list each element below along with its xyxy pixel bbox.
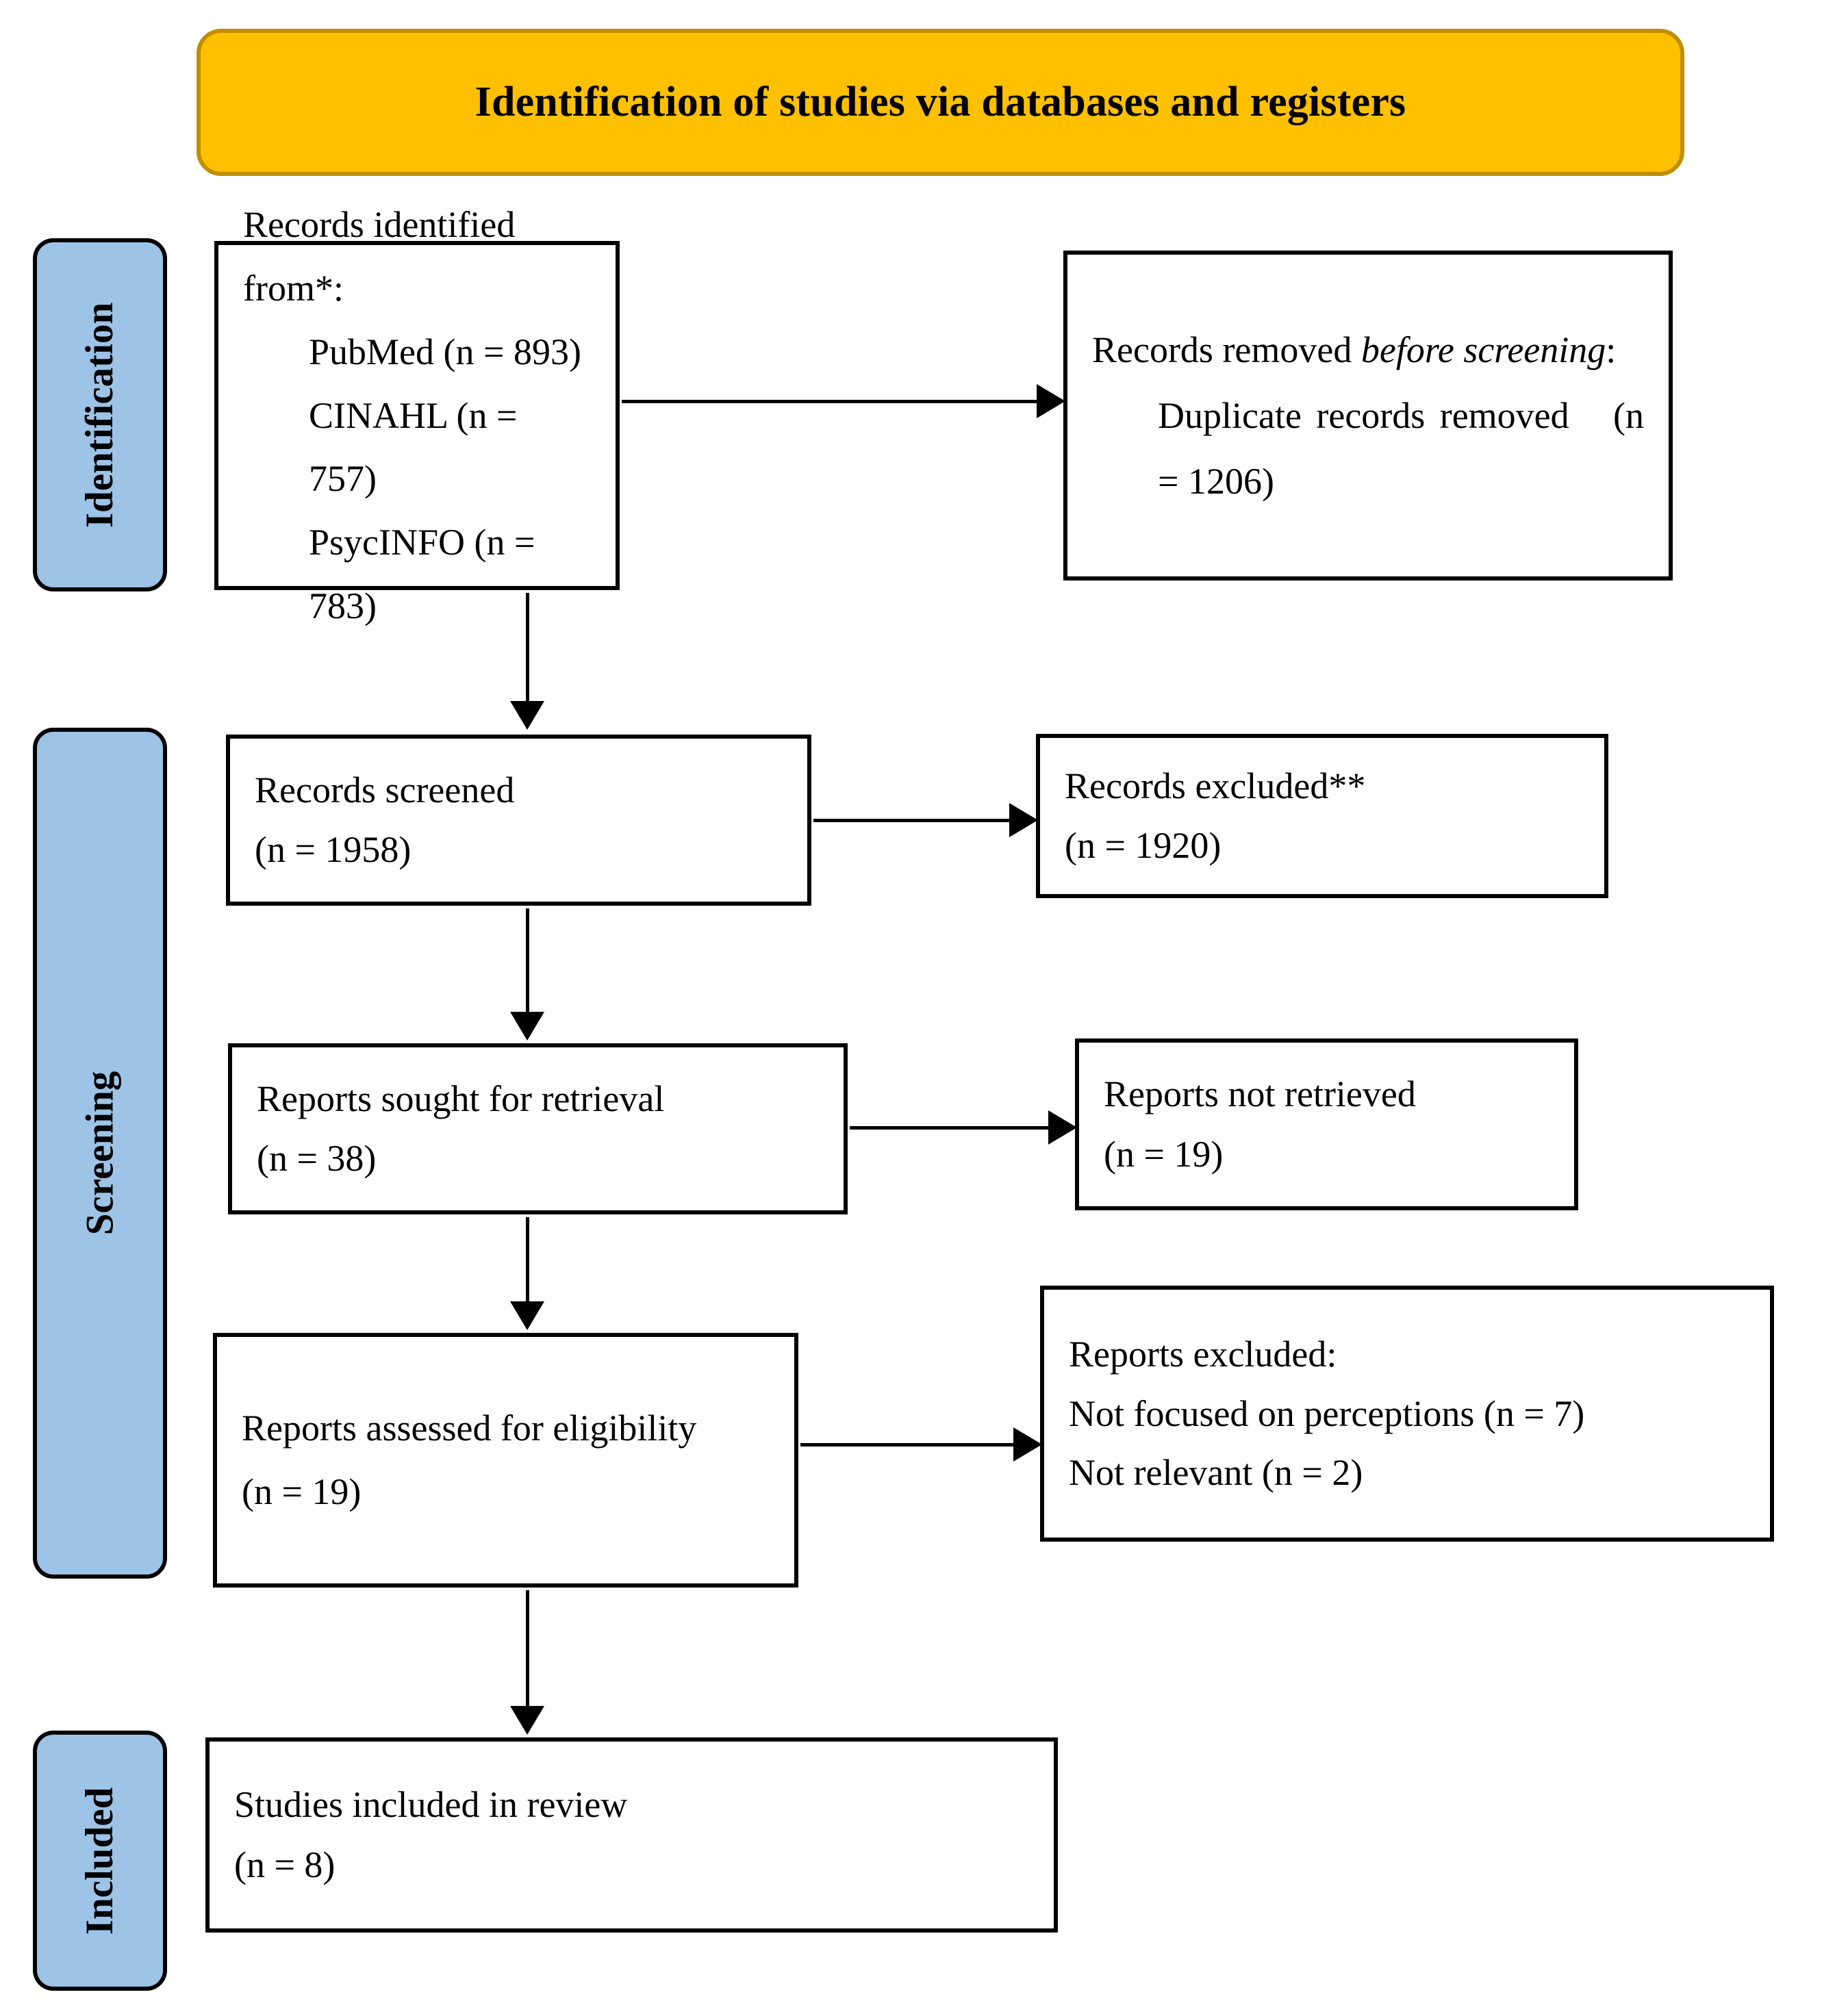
box-reports-assessed: Reports assessed for eligibility (n = 19… xyxy=(213,1333,798,1588)
arrow-screened-to-excluded-icon xyxy=(813,800,1038,841)
arrow-identified-to-screened-icon xyxy=(507,593,548,730)
diagram-title-banner: Identification of studies via databases … xyxy=(197,29,1684,176)
arrow-shaft xyxy=(850,1125,1050,1130)
reports-not-retrieved-count: (n = 19) xyxy=(1104,1133,1224,1175)
arrow-assessed-to-included-icon xyxy=(507,1590,548,1735)
reports-sought-label: Reports sought for retrieval xyxy=(257,1078,665,1119)
arrow-sought-to-assessed-icon xyxy=(507,1217,548,1330)
diagram-title-text: Identification of studies via databases … xyxy=(474,79,1406,126)
arrow-head xyxy=(1013,1427,1042,1462)
reports-not-retrieved-label: Reports not retrieved xyxy=(1104,1073,1416,1115)
records-excluded-label: Records excluded** xyxy=(1065,765,1366,806)
box-reports-excluded: Reports excluded: Not focused on percept… xyxy=(1040,1286,1774,1542)
arrow-shaft xyxy=(525,1217,529,1301)
records-removed-heading-italic: before screening xyxy=(1360,329,1606,370)
box-reports-sought: Reports sought for retrieval (n = 38) xyxy=(228,1043,848,1214)
reports-assessed-label: Reports assessed for eligibility xyxy=(242,1407,697,1449)
arrow-shaft xyxy=(622,399,1038,403)
records-identified-source-psycinfo: PsycINFO (n = 783) xyxy=(309,522,544,627)
stage-bar-screening: Screening xyxy=(33,728,167,1579)
arrow-head xyxy=(1048,1110,1077,1145)
arrow-head xyxy=(510,1706,544,1735)
records-identified-heading: Records identified from*: xyxy=(243,203,524,309)
box-studies-included: Studies included in review (n = 8) xyxy=(205,1737,1058,1933)
stage-label-included: Included xyxy=(78,1787,122,1935)
records-identified-source-pubmed: PubMed (n = 893) xyxy=(309,331,581,372)
studies-included-label: Studies included in review xyxy=(234,1784,628,1826)
box-records-excluded: Records excluded** (n = 1920) xyxy=(1036,734,1608,898)
arrow-shaft xyxy=(800,1442,1015,1446)
box-records-identified: Records identified from*: PubMed (n = 89… xyxy=(214,204,620,626)
arrow-shaft xyxy=(525,1590,529,1706)
stage-label-screening: Screening xyxy=(78,1071,122,1236)
arrow-head xyxy=(1037,384,1065,418)
reports-excluded-reason-perceptions: Not focused on perceptions (n = 7) xyxy=(1069,1392,1585,1434)
arrow-head xyxy=(510,701,544,730)
studies-included-count: (n = 8) xyxy=(234,1844,336,1885)
records-removed-duplicates: Duplicate records removed (n = 1206) xyxy=(1158,394,1654,502)
reports-excluded-reason-not-relevant: Not relevant (n = 2) xyxy=(1069,1452,1363,1494)
records-identified-source-cinahl: CINAHL (n = 757) xyxy=(309,394,527,500)
arrow-assessed-to-reports-excluded-icon xyxy=(800,1424,1042,1465)
reports-assessed-count: (n = 19) xyxy=(242,1471,362,1512)
arrow-head xyxy=(1009,803,1038,837)
box-reports-not-retrieved: Reports not retrieved (n = 19) xyxy=(1075,1038,1578,1210)
arrow-shaft xyxy=(525,908,529,1012)
arrow-sought-to-not-retrieved-icon xyxy=(850,1107,1077,1148)
stage-bar-included: Included xyxy=(33,1731,167,1991)
records-screened-label: Records screened xyxy=(255,769,515,811)
arrow-screened-to-sought-icon xyxy=(507,908,548,1041)
box-records-screened: Records screened (n = 1958) xyxy=(226,735,811,906)
records-excluded-count: (n = 1920) xyxy=(1065,825,1222,866)
arrow-head xyxy=(510,1012,544,1041)
stage-bar-identification: Identification xyxy=(33,238,167,591)
arrow-head xyxy=(510,1301,544,1330)
arrow-shaft xyxy=(813,818,1011,822)
reports-excluded-heading: Reports excluded: xyxy=(1069,1334,1337,1375)
box-records-removed: Records removed before screening: Duplic… xyxy=(1063,251,1673,581)
reports-sought-count: (n = 38) xyxy=(257,1138,377,1179)
arrow-identified-to-removed-icon xyxy=(622,381,1065,422)
arrow-shaft xyxy=(525,593,529,701)
records-screened-count: (n = 1958) xyxy=(255,829,412,870)
records-removed-heading: Records removed before screening: xyxy=(1092,317,1644,383)
records-removed-heading-colon: : xyxy=(1606,329,1617,370)
records-removed-heading-plain: Records removed xyxy=(1092,329,1361,370)
stage-label-identification: Identification xyxy=(78,302,122,528)
